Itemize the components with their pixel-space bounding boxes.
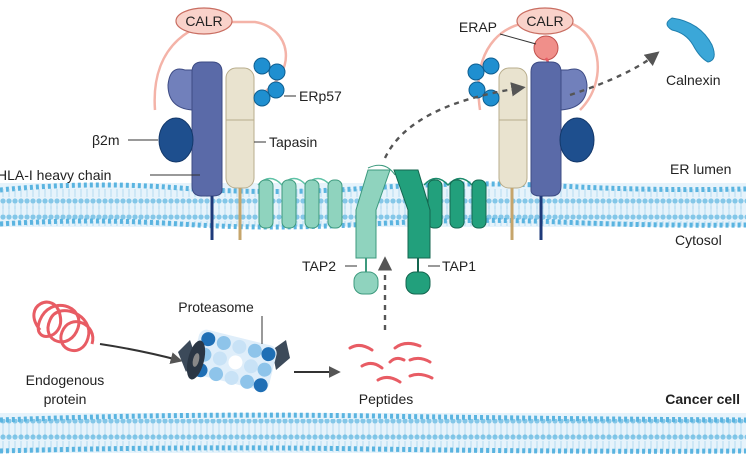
calr-right: [516, 7, 574, 35]
hla-heavy-chain-label: HLA-I heavy chain: [0, 167, 111, 183]
endogenous-protein-label-line2: protein: [44, 391, 87, 407]
calnexin-shape: [666, 17, 715, 63]
tap1: [393, 169, 431, 259]
b2m-right: [559, 117, 595, 163]
tapasin-left: [225, 67, 255, 189]
erp57-right: [467, 57, 500, 107]
proteasome-label: Proteasome: [178, 299, 254, 315]
peptides-icon: [348, 341, 434, 384]
hla-heavy-chain-left: [191, 61, 223, 197]
tap-transporter: [345, 164, 440, 295]
proteasome-icon: [178, 316, 290, 393]
erap-label: ERAP: [459, 19, 497, 35]
tap-helices: [257, 177, 487, 229]
calr-right-label: CALR: [526, 13, 563, 29]
cancer-cell-label: Cancer cell: [665, 391, 740, 407]
calnexin-label: Calnexin: [666, 72, 720, 88]
calr-left: [175, 7, 233, 35]
b2m-left: [158, 117, 194, 163]
erap: [533, 35, 559, 61]
tap1-label: TAP1: [442, 258, 476, 274]
tap2-label: TAP2: [302, 258, 336, 274]
transport-arrows: [377, 51, 660, 330]
endogenous-protein-label-line1: Endogenous: [26, 372, 105, 388]
plasma-membrane: [0, 412, 746, 454]
tapasin-right: [498, 67, 528, 189]
tap2: [355, 169, 391, 259]
cytosol-label: Cytosol: [675, 232, 722, 248]
arrow-tap-to-er: [383, 82, 526, 159]
text-labels: CALR CALR ERAP Calnexin ERp57 β2m Tapasi…: [0, 13, 740, 407]
peptide-loading-complex-right: [467, 7, 599, 240]
b2m-label: β2m: [92, 132, 120, 148]
hla-heavy-chain-right: [530, 61, 562, 197]
calr-left-label: CALR: [185, 13, 222, 29]
arrow-protein-to-proteasome: [99, 343, 183, 364]
arrow-to-calnexin: [569, 51, 660, 97]
peptide-loading-complex-left: [128, 7, 296, 240]
endogenous-protein-icon: [32, 300, 95, 352]
erp57-label: ERp57: [299, 88, 342, 104]
peptides-label: Peptides: [359, 391, 413, 407]
er-lumen-label: ER lumen: [670, 161, 731, 177]
erp57-left: [253, 57, 286, 107]
tapasin-label: Tapasin: [269, 134, 317, 150]
